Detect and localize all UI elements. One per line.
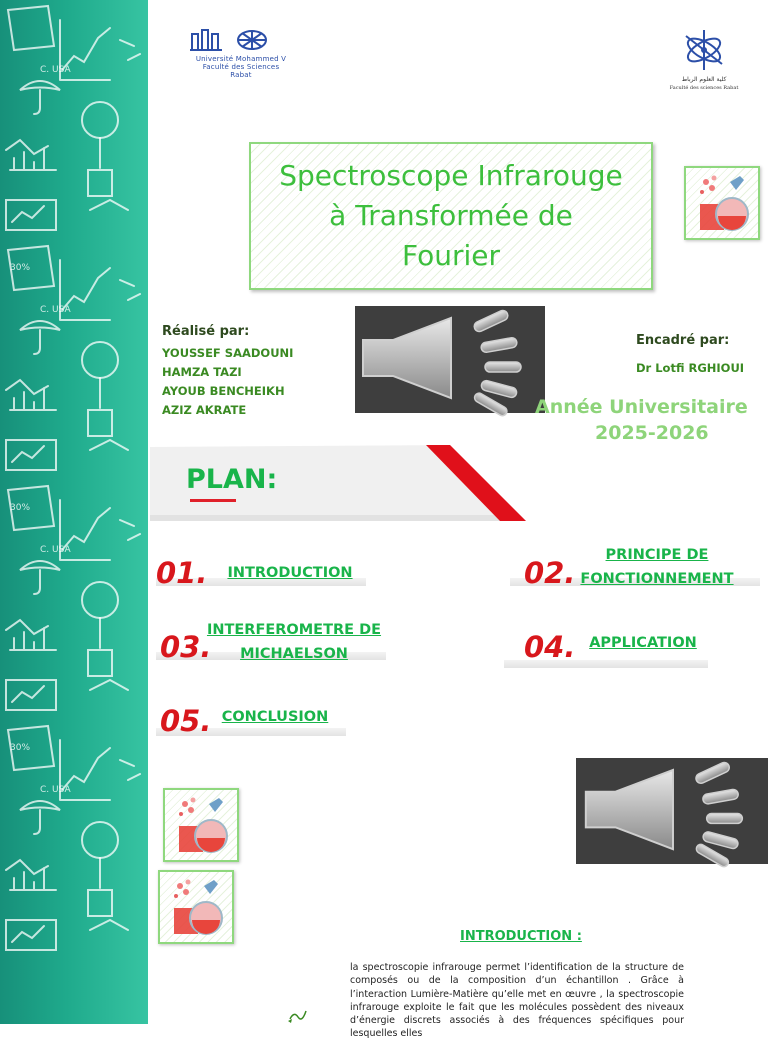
university-logo: Université Mohammed V Faculté des Scienc… [156, 28, 326, 79]
item-number: 03. [160, 630, 212, 664]
plan-link-interferometre[interactable]: INTERFEROMETRE DE MICHAELSON [206, 622, 382, 662]
item-shadow [156, 728, 346, 736]
logo-text-line2: Faculté des Sciences [202, 63, 280, 71]
item-shadow [510, 578, 760, 586]
supervisor-label: Encadré par: [636, 333, 730, 348]
svg-text:C. USA: C. USA [40, 65, 71, 75]
author-name: YOUSSEF SAADOUNI [162, 346, 294, 360]
author-name: AYOUB BENCHEIKH [162, 384, 285, 398]
audio-button[interactable] [576, 758, 768, 868]
faculty-logo: كلية العلوم الرباط Faculté des sciences … [664, 26, 744, 98]
speaker-icon [584, 761, 744, 868]
item-number: 02. [524, 556, 576, 590]
flask-thumbnail [163, 788, 239, 862]
decorative-side-panel: C. USA C. USA C. USA C. USA 30% 30% 30% [0, 0, 148, 1024]
presentation-title: Spectroscope Infrarouge à Transformée de… [271, 156, 631, 276]
title-line-2: à Transformée de [329, 199, 573, 232]
item-number: 04. [524, 630, 576, 664]
speaker-icon [362, 309, 522, 417]
title-line-1: Spectroscope Infrarouge [279, 159, 623, 192]
item-shadow [156, 652, 386, 660]
plan-link-principe[interactable]: PRINCIPE DE FONCTIONNEMENT [580, 547, 734, 587]
item-shadow [156, 578, 366, 586]
plan-underline [190, 499, 236, 502]
flask-thumbnail [158, 870, 234, 944]
item-shadow [504, 660, 708, 668]
plan-title: PLAN: [186, 464, 278, 495]
logo-text-line3: Rabat [230, 71, 252, 79]
atom-emblem-icon [685, 30, 723, 70]
chalk-doodles: C. USA C. USA C. USA C. USA 30% 30% 30% [5, 4, 141, 951]
svg-text:C. USA: C. USA [40, 545, 71, 555]
flask-icon [700, 175, 749, 231]
squiggle-arrow-icon[interactable] [286, 1003, 308, 1023]
audio-button[interactable] [355, 306, 545, 417]
author-name: AZIZ AKRATE [162, 403, 247, 417]
academic-year-label: Année Universitaire [535, 396, 748, 418]
academic-year: Année Universitaire 2025-2026 [535, 394, 768, 444]
svg-text:30%: 30% [10, 743, 30, 753]
faculty-name-arabic: كلية العلوم الرباط [681, 76, 727, 83]
flask-icon [174, 879, 223, 935]
academic-year-value: 2025-2026 [595, 422, 709, 444]
university-emblem-icon [190, 29, 267, 51]
supervisor-name: Dr Lotfi RGHIOUI [636, 361, 745, 375]
plan-banner [150, 445, 526, 521]
introduction-paragraph: la spectroscopie infrarouge permet l’ide… [350, 962, 684, 1040]
plan-link-application[interactable]: APPLICATION [589, 635, 697, 651]
title-line-3: Fourier [401, 239, 500, 272]
presentation-title-box: Spectroscope Infrarouge à Transformée de… [249, 142, 653, 290]
plan-link-conclusion[interactable]: CONCLUSION [221, 709, 329, 725]
logo-text-line1: Université Mohammed V [195, 55, 287, 63]
svg-text:C. USA: C. USA [40, 305, 71, 315]
introduction-heading: INTRODUCTION : [460, 929, 582, 944]
flask-icon [179, 797, 228, 853]
item-number: 05. [160, 704, 212, 738]
authors-list: YOUSSEF SAADOUNI HAMZA TAZI AYOUB BENCHE… [162, 344, 293, 420]
plan-link-introduction[interactable]: INTRODUCTION [227, 565, 353, 581]
author-name: HAMZA TAZI [162, 365, 242, 379]
flask-thumbnail [684, 166, 760, 240]
faculty-name-french: Faculté des sciences Rabat [669, 85, 739, 91]
svg-text:30%: 30% [10, 263, 30, 273]
authors-label: Réalisé par: [162, 324, 250, 339]
svg-text:30%: 30% [10, 503, 30, 513]
svg-text:C. USA: C. USA [40, 785, 71, 795]
item-number: 01. [156, 556, 208, 590]
